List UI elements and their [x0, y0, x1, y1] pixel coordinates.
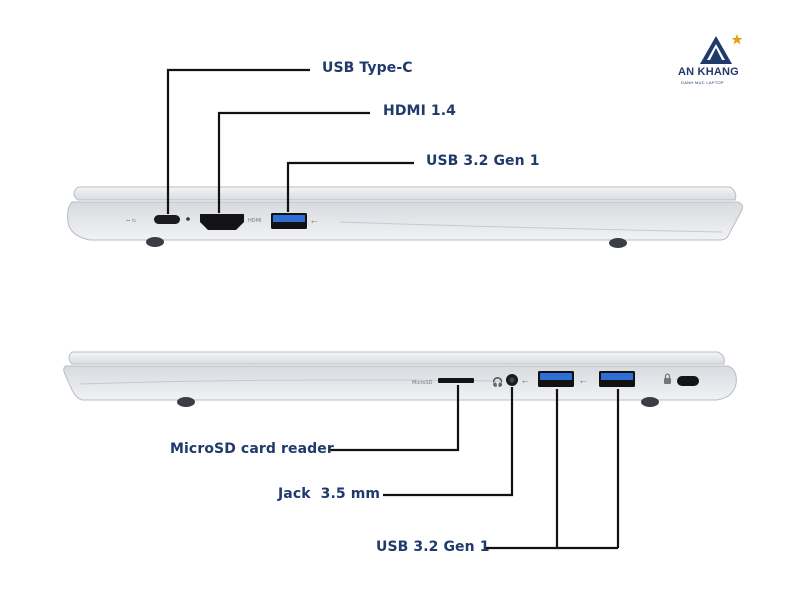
top-callout-lines	[166, 68, 414, 214]
callout-usb-a-top	[286, 161, 414, 212]
callout-microsd	[330, 385, 460, 452]
microsd-slot	[438, 378, 474, 383]
usb-a-port	[273, 215, 305, 222]
microsd-marking: MicroSD	[412, 380, 433, 386]
label-hdmi: HDMI 1.4	[383, 103, 456, 119]
callout-usb-a-bottom	[484, 389, 559, 550]
foot	[177, 397, 195, 407]
callout-hdmi	[217, 111, 370, 213]
usbc-marking: ⎓ ⇆	[126, 218, 136, 224]
usb-a-port-2	[601, 373, 633, 380]
callout-usb-c	[166, 68, 310, 214]
brand-tagline: DANH MỤC LAPTOP	[681, 80, 724, 85]
usb-a-port-1	[540, 373, 572, 380]
headphone-icon: 🎧	[492, 376, 503, 388]
usb-icon: ⭠	[580, 377, 587, 386]
label-usb-32-gen1-bottom: USB 3.2 Gen 1	[376, 539, 490, 555]
brand-name: AN KHANG	[678, 66, 739, 78]
kensington-lock-slot	[677, 376, 699, 386]
label-usb-32-gen1-top: USB 3.2 Gen 1	[426, 153, 540, 169]
foot	[146, 237, 164, 247]
usb-c-port	[154, 215, 180, 224]
foot	[609, 238, 627, 248]
laptop-right-side: MicroSD 🎧 ⭠ ⭠	[63, 351, 737, 407]
status-led	[186, 217, 190, 221]
hdmi-port	[200, 214, 244, 230]
usb-icon: ⭠	[522, 377, 529, 386]
lock-icon	[664, 373, 671, 384]
usb-icon: ⭠	[311, 217, 318, 226]
callout-jack	[383, 387, 514, 497]
hdmi-marking: HDMI	[248, 218, 261, 224]
an-khang-logo	[700, 34, 743, 64]
bottom-callout-lines	[330, 385, 620, 550]
laptop-left-side: ⎓ ⇆ HDMI ⭠	[67, 186, 743, 248]
label-jack-3-5mm: Jack 3.5 mm	[278, 486, 381, 502]
label-usb-type-c: USB Type-C	[322, 60, 413, 76]
foot	[641, 397, 659, 407]
label-microsd-card-reader: MicroSD card reader	[170, 441, 334, 457]
